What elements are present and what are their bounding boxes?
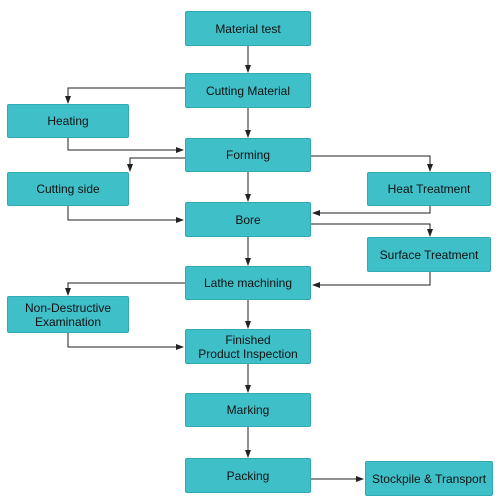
arrow-forming-to-heat-treatment [311,155,433,172]
node-bore: Bore [185,202,311,237]
node-marking: Marking [185,393,311,427]
node-stockpile-transport: Stockpile & Transport [365,461,493,496]
node-forming: Forming [185,138,311,172]
node-material-test: Material test [185,11,311,46]
arrow-bore-to-surface-treatment [311,223,433,237]
arrow-cutting-side-to-bore [67,206,184,223]
node-heating: Heating [7,104,129,138]
node-surface-treatment: Surface Treatment [367,237,491,272]
arrow-heat-treatment-to-bore [312,206,431,216]
node-finished-product-inspection: Finished Product Inspection [185,329,311,364]
arrow-nde-to-finished [67,333,184,350]
arrow-forming-to-cutting-side [127,157,185,172]
node-non-destructive-examination: Non-Destructive Examination [7,296,129,333]
arrow-cutting-material-to-heating [65,87,185,104]
node-heat-treatment: Heat Treatment [367,172,491,206]
node-cutting-material: Cutting Material [185,73,311,108]
node-cutting-side: Cutting side [7,172,129,206]
node-lathe-machining: Lathe machining [185,266,311,300]
node-packing: Packing [185,458,311,493]
arrow-lathe-to-nde [65,282,185,296]
arrow-surface-treatment-to-lathe [312,272,431,288]
arrow-heating-to-forming [67,138,184,153]
